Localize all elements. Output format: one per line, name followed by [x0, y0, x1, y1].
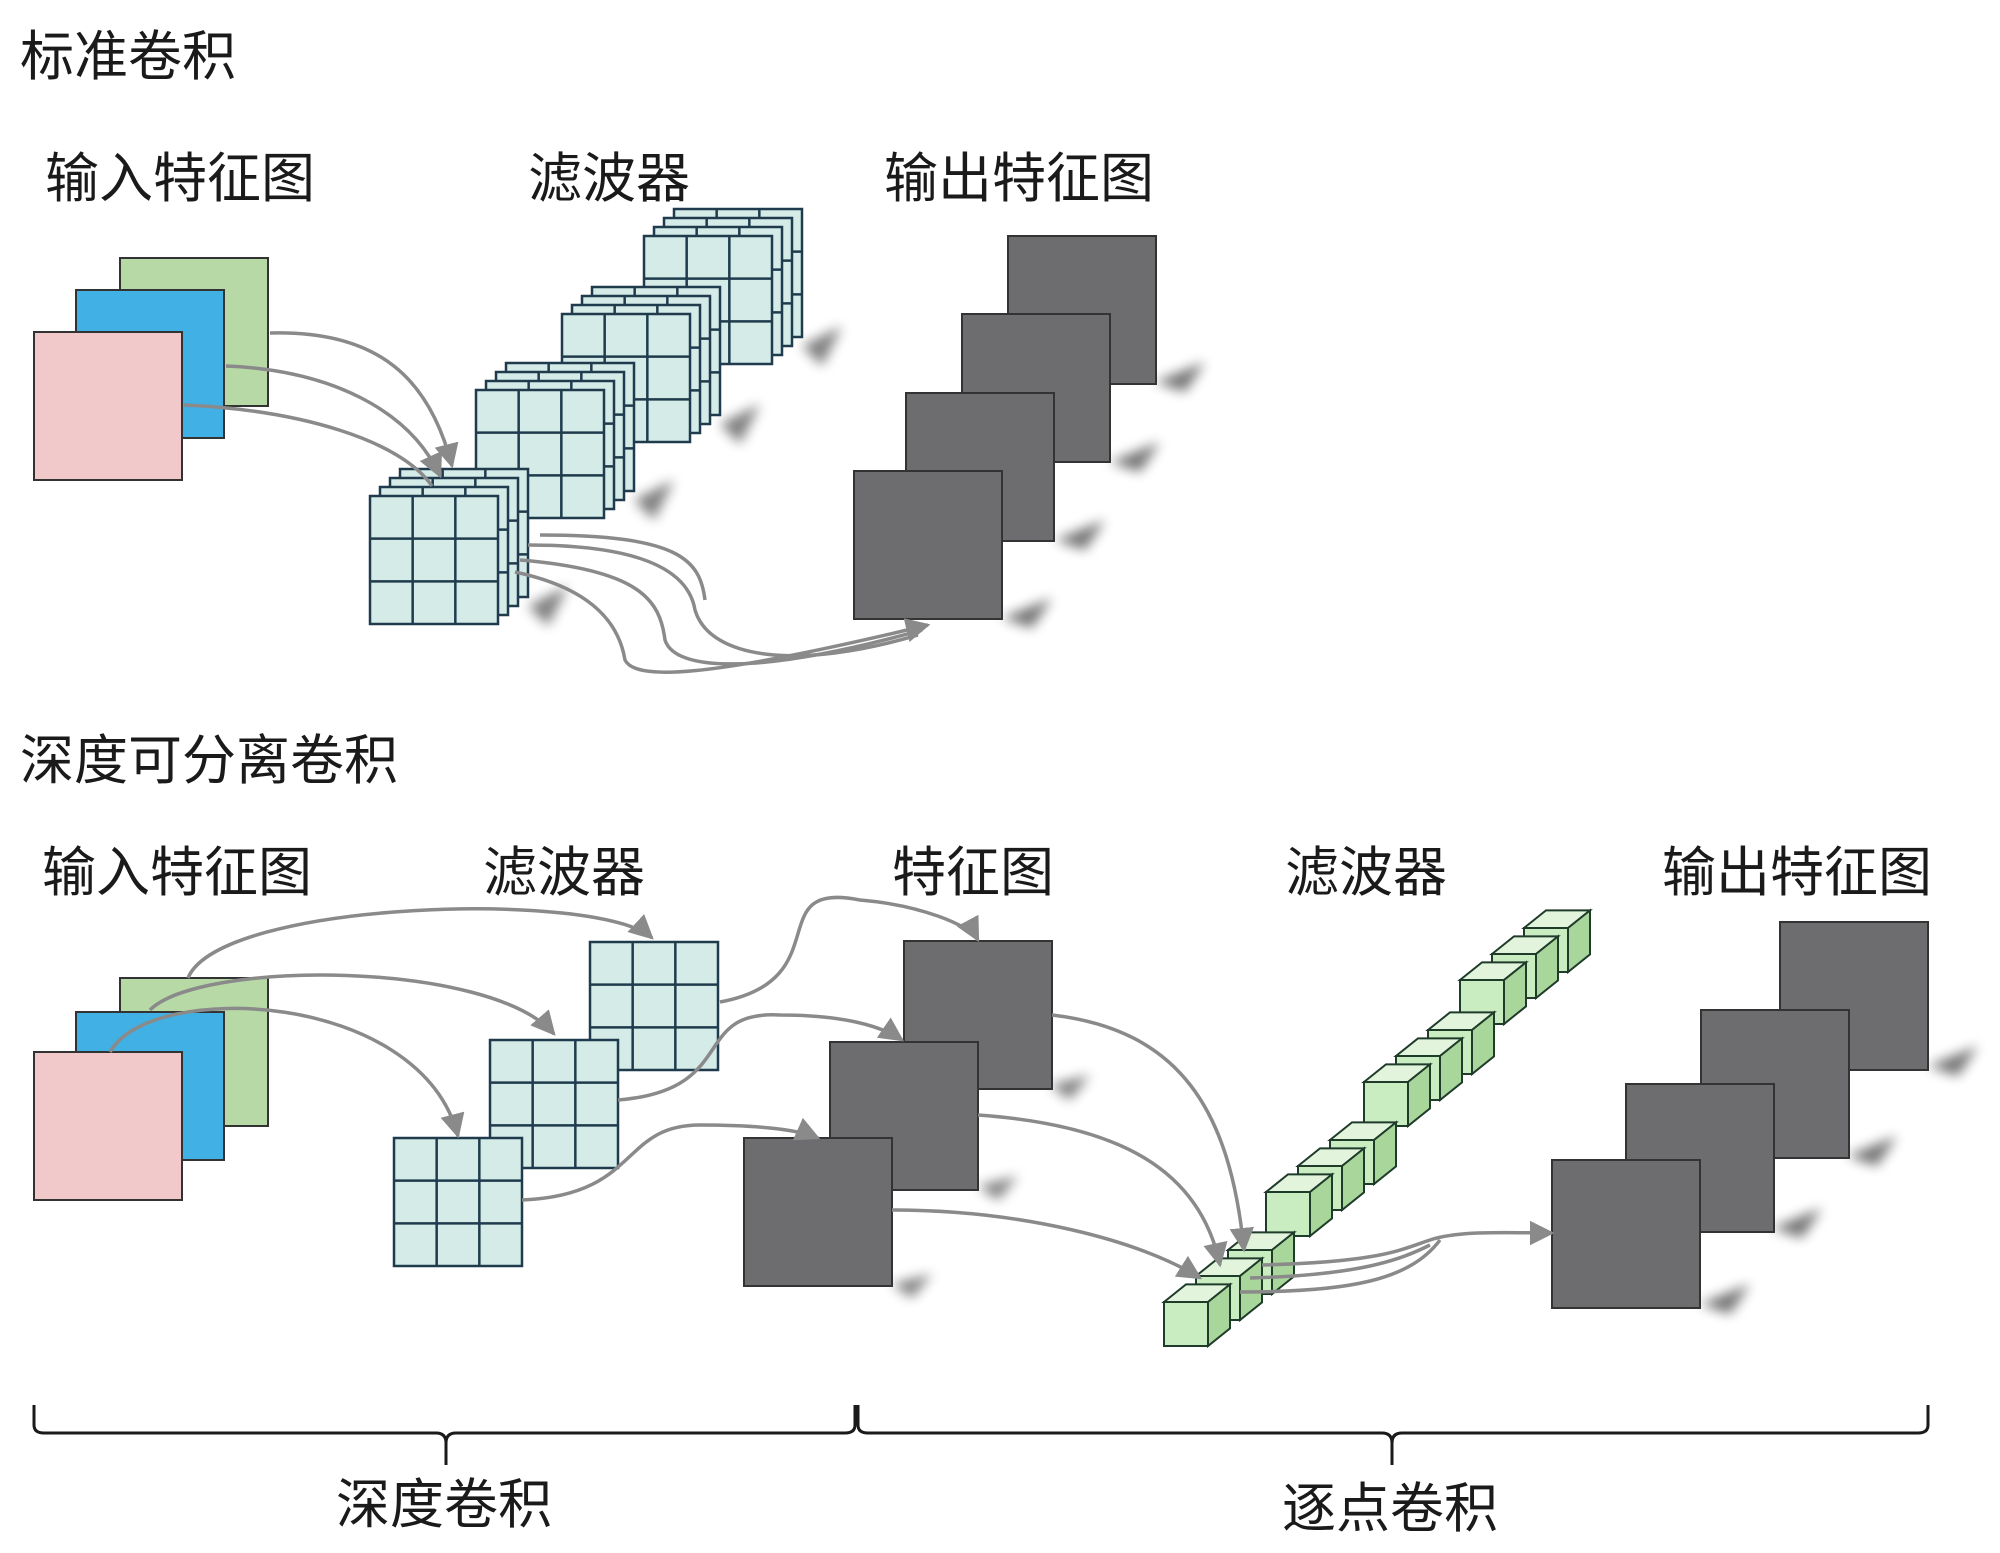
standard-input-label: 输入特征图 [45, 147, 315, 210]
arrow-fm2-to-pw [977, 1113, 1228, 1268]
dw-filters [392, 940, 720, 1268]
arrow-pw-to-output-2 [1249, 1243, 1431, 1280]
standard-filter-stacks [368, 207, 842, 626]
arrow-blue-to-filter [225, 364, 443, 479]
arrow-dw1-to-fm1 [521, 1117, 821, 1202]
standard-output-stack [853, 235, 1205, 628]
input-map-pink [33, 1051, 183, 1201]
ds-feature-label: 特征图 [892, 841, 1054, 904]
pw-filter-1 [1161, 1230, 1297, 1349]
pointwise-brace-label: 逐点卷积 [1282, 1477, 1498, 1540]
standard-arrows [183, 331, 931, 674]
filter-stack-1 [368, 467, 568, 626]
arrow-fm3-to-pw [1051, 1013, 1254, 1253]
arrow-green-to-filter [269, 331, 459, 469]
ds-input-stack [33, 977, 269, 1201]
arrow-filter-1-to-output [514, 570, 931, 674]
ds-arrows [108, 895, 1555, 1294]
arrow-filter-3-to-output [527, 543, 919, 658]
brace-depthwise [32, 1405, 857, 1465]
arrow-fm1-to-pw [891, 1208, 1203, 1280]
standard-input-stack [33, 257, 269, 481]
standard-output-label: 输出特征图 [884, 147, 1154, 210]
standard-filter-label: 滤波器 [528, 147, 690, 210]
ds-output-stack [1551, 921, 1978, 1314]
arrow-dw3-to-fm3 [719, 895, 980, 1004]
ds-output-label: 输出特征图 [1662, 841, 1932, 904]
filter-layer-1 [368, 494, 500, 626]
ds-section-title: 深度可分离卷积 [20, 729, 398, 792]
arrow-green-to-dw3 [186, 907, 654, 979]
pw-filter-2 [1263, 1120, 1399, 1239]
standard-section-title: 标准卷积 [20, 25, 236, 88]
pw-filters [1161, 908, 1593, 1349]
arrow-blue-to-dw2 [148, 973, 556, 1036]
arrow-pink-to-dw1 [108, 1006, 465, 1139]
pw-filter-4 [1457, 908, 1593, 1027]
output-map-1 [1551, 1159, 1750, 1314]
feature-map-1 [743, 1137, 932, 1298]
output-map-1 [853, 470, 1052, 628]
ds-dw-filter-label: 滤波器 [483, 841, 645, 904]
dw-filter-1 [392, 1136, 524, 1268]
ds-pw-filter-label: 滤波器 [1285, 841, 1447, 904]
ds-feature-maps [743, 940, 1090, 1298]
brace-pointwise [856, 1405, 1930, 1465]
pw-filter-3 [1361, 1010, 1497, 1129]
arrow-pink-to-filter [183, 403, 434, 488]
arrow-pw-to-output-1 [1261, 1220, 1555, 1267]
input-map-pink [33, 331, 183, 481]
depthwise-brace-label: 深度卷积 [336, 1473, 552, 1536]
ds-input-label: 输入特征图 [42, 841, 312, 904]
arrow-filter-4-to-output [539, 533, 707, 601]
arrow-pw-to-output-3 [1239, 1238, 1442, 1294]
arrow-filter-2-to-output [519, 558, 923, 666]
arrow-dw2-to-fm2 [617, 1013, 905, 1102]
